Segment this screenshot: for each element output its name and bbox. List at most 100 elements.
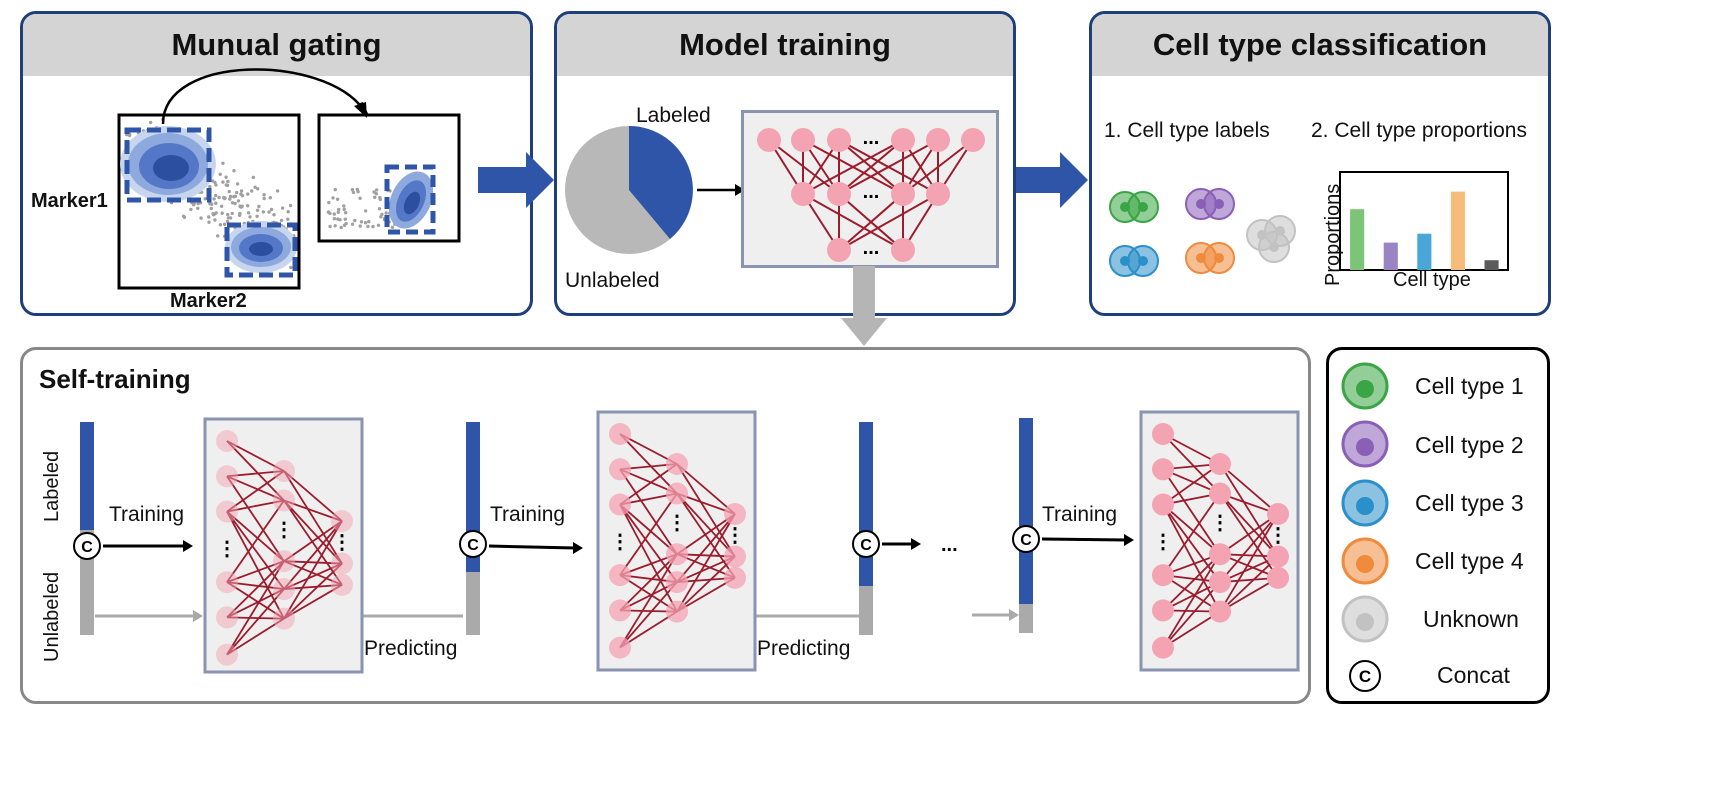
cell-cluster-unknown xyxy=(1246,215,1296,263)
network-node xyxy=(609,636,631,659)
ellipsis: ... xyxy=(941,534,958,556)
network-node xyxy=(216,430,238,452)
legend: C Cell type 1 Cell type 2 Cell type 3 Ce… xyxy=(1326,347,1550,704)
ellipsis: ... xyxy=(863,237,880,259)
legend-item-2-label: Cell type 2 xyxy=(1415,432,1524,458)
training-label-1: Training xyxy=(109,503,185,526)
network-node xyxy=(273,489,295,512)
network-node xyxy=(609,599,631,622)
ellipsis: ⋮ xyxy=(667,512,687,534)
cell-cluster-type3 xyxy=(1109,245,1159,277)
training-arrow-3 xyxy=(882,538,921,550)
training-network: ......... xyxy=(757,127,985,262)
gating-plots xyxy=(117,68,461,290)
network-node xyxy=(724,545,746,568)
svg-text:C: C xyxy=(860,537,872,554)
unlabeled-bar-2 xyxy=(466,572,480,635)
network-node xyxy=(1267,503,1289,525)
cell-cluster-type2 xyxy=(1185,188,1235,220)
pie-labeled-label: Labeled xyxy=(636,104,711,127)
gating-y-axis-label: Marker1 xyxy=(31,190,108,212)
network-node xyxy=(1209,482,1231,505)
manual-gating-panel: Munual gating xyxy=(20,11,533,316)
legend-item-3-label: Cell type 3 xyxy=(1415,490,1524,516)
proportions-bar-chart xyxy=(1339,171,1509,271)
concat-icon-4: C xyxy=(1012,525,1040,553)
network-node xyxy=(891,182,915,206)
legend-cell-icon-3 xyxy=(1341,479,1389,527)
network-node xyxy=(216,571,238,594)
network-node xyxy=(609,423,631,445)
training-network-box: ......... xyxy=(741,110,999,268)
bar-2 xyxy=(1383,242,1398,270)
network-node xyxy=(666,543,688,566)
legend-item-5-label: Unknown xyxy=(1423,606,1519,632)
network-node xyxy=(609,458,631,481)
network-node xyxy=(891,238,915,262)
unlabeled-bar-3 xyxy=(859,586,873,635)
network-node xyxy=(609,564,631,587)
network-node xyxy=(827,238,851,262)
training-arrow-4 xyxy=(1041,534,1134,546)
network-node xyxy=(1152,564,1174,587)
unlabeled-arrow-1 xyxy=(95,610,203,622)
network-node xyxy=(926,128,950,152)
density-cluster-gated xyxy=(384,164,436,235)
network-node xyxy=(666,571,688,594)
ellipsis: ... xyxy=(863,181,880,203)
network-node xyxy=(216,465,238,488)
network-node xyxy=(273,578,295,601)
bar-3 xyxy=(1417,233,1432,270)
panel-arrow-1 xyxy=(478,152,554,208)
density-cluster-bottom xyxy=(224,221,298,278)
bar-4 xyxy=(1450,191,1465,270)
ellipsis: ... xyxy=(863,127,880,149)
network-node xyxy=(1267,566,1289,589)
ellipsis: ⋮ xyxy=(332,531,352,553)
legend-concat-icon: C xyxy=(1349,660,1381,692)
network-node xyxy=(1152,599,1174,622)
ellipsis: ⋮ xyxy=(217,538,237,560)
model-training-title: Model training xyxy=(557,14,1013,76)
legend-cell-icon-5 xyxy=(1341,595,1389,643)
cell-type-proportions-heading: 2. Cell type proportions xyxy=(1311,119,1527,142)
predicting-label-1: Predicting xyxy=(364,637,458,660)
network-node xyxy=(827,182,851,206)
network-node xyxy=(1152,636,1174,659)
self-unlabeled-axis-label: Unlabeled xyxy=(41,571,63,662)
unlabeled-bar-4 xyxy=(1019,604,1033,633)
ellipsis: ⋮ xyxy=(274,519,294,541)
legend-icons: C xyxy=(1341,362,1389,692)
network-node xyxy=(216,643,238,666)
classification-panel: Cell type classification 1. Cell type la… xyxy=(1089,11,1551,316)
network-node xyxy=(666,482,688,505)
concat-icon-3: C xyxy=(852,530,880,558)
legend-cell-icon-4 xyxy=(1341,537,1389,585)
network-node xyxy=(724,566,746,589)
training-label-2: Training xyxy=(490,503,566,526)
network-node xyxy=(1209,543,1231,566)
svg-text:C: C xyxy=(1020,532,1032,549)
ellipsis: ⋮ xyxy=(1153,531,1173,553)
ellipsis: ⋮ xyxy=(610,531,630,553)
unlabeled-arrow-2 xyxy=(972,609,1019,621)
network-node xyxy=(791,182,815,206)
network-node xyxy=(273,460,295,482)
training-arrow-2 xyxy=(488,542,583,554)
network-node xyxy=(273,607,295,630)
network-node xyxy=(1209,600,1231,623)
network-node xyxy=(273,550,295,573)
network-node xyxy=(331,510,353,532)
legend-item-1-label: Cell type 1 xyxy=(1415,373,1524,399)
network-node xyxy=(609,493,631,516)
network-node xyxy=(724,503,746,525)
concat-icon-2: C xyxy=(459,530,487,558)
bar-1 xyxy=(1350,209,1365,270)
ellipsis: ⋮ xyxy=(1210,512,1230,534)
labeled-bar-1 xyxy=(80,422,94,530)
network-node xyxy=(1152,458,1174,481)
manual-gating-title: Munual gating xyxy=(23,14,530,76)
network-node xyxy=(961,128,985,152)
svg-text:C: C xyxy=(1359,667,1371,686)
